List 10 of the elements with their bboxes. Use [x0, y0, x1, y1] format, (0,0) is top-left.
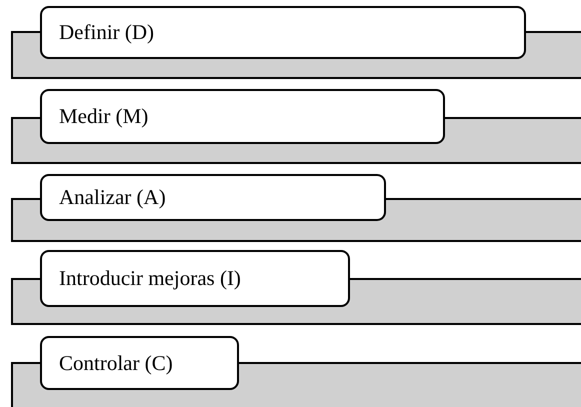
step-box: [40, 336, 239, 390]
step-box: [40, 250, 350, 307]
step-label: Introducir mejoras (I): [59, 266, 241, 291]
step-label: Analizar (A): [59, 185, 166, 210]
step-label: Definir (D): [59, 20, 154, 45]
step-box: [40, 6, 526, 59]
step-label: Controlar (C): [59, 350, 173, 376]
step-label: Medir (M): [59, 104, 148, 129]
step-box: [40, 174, 386, 221]
step-box: [40, 89, 445, 144]
